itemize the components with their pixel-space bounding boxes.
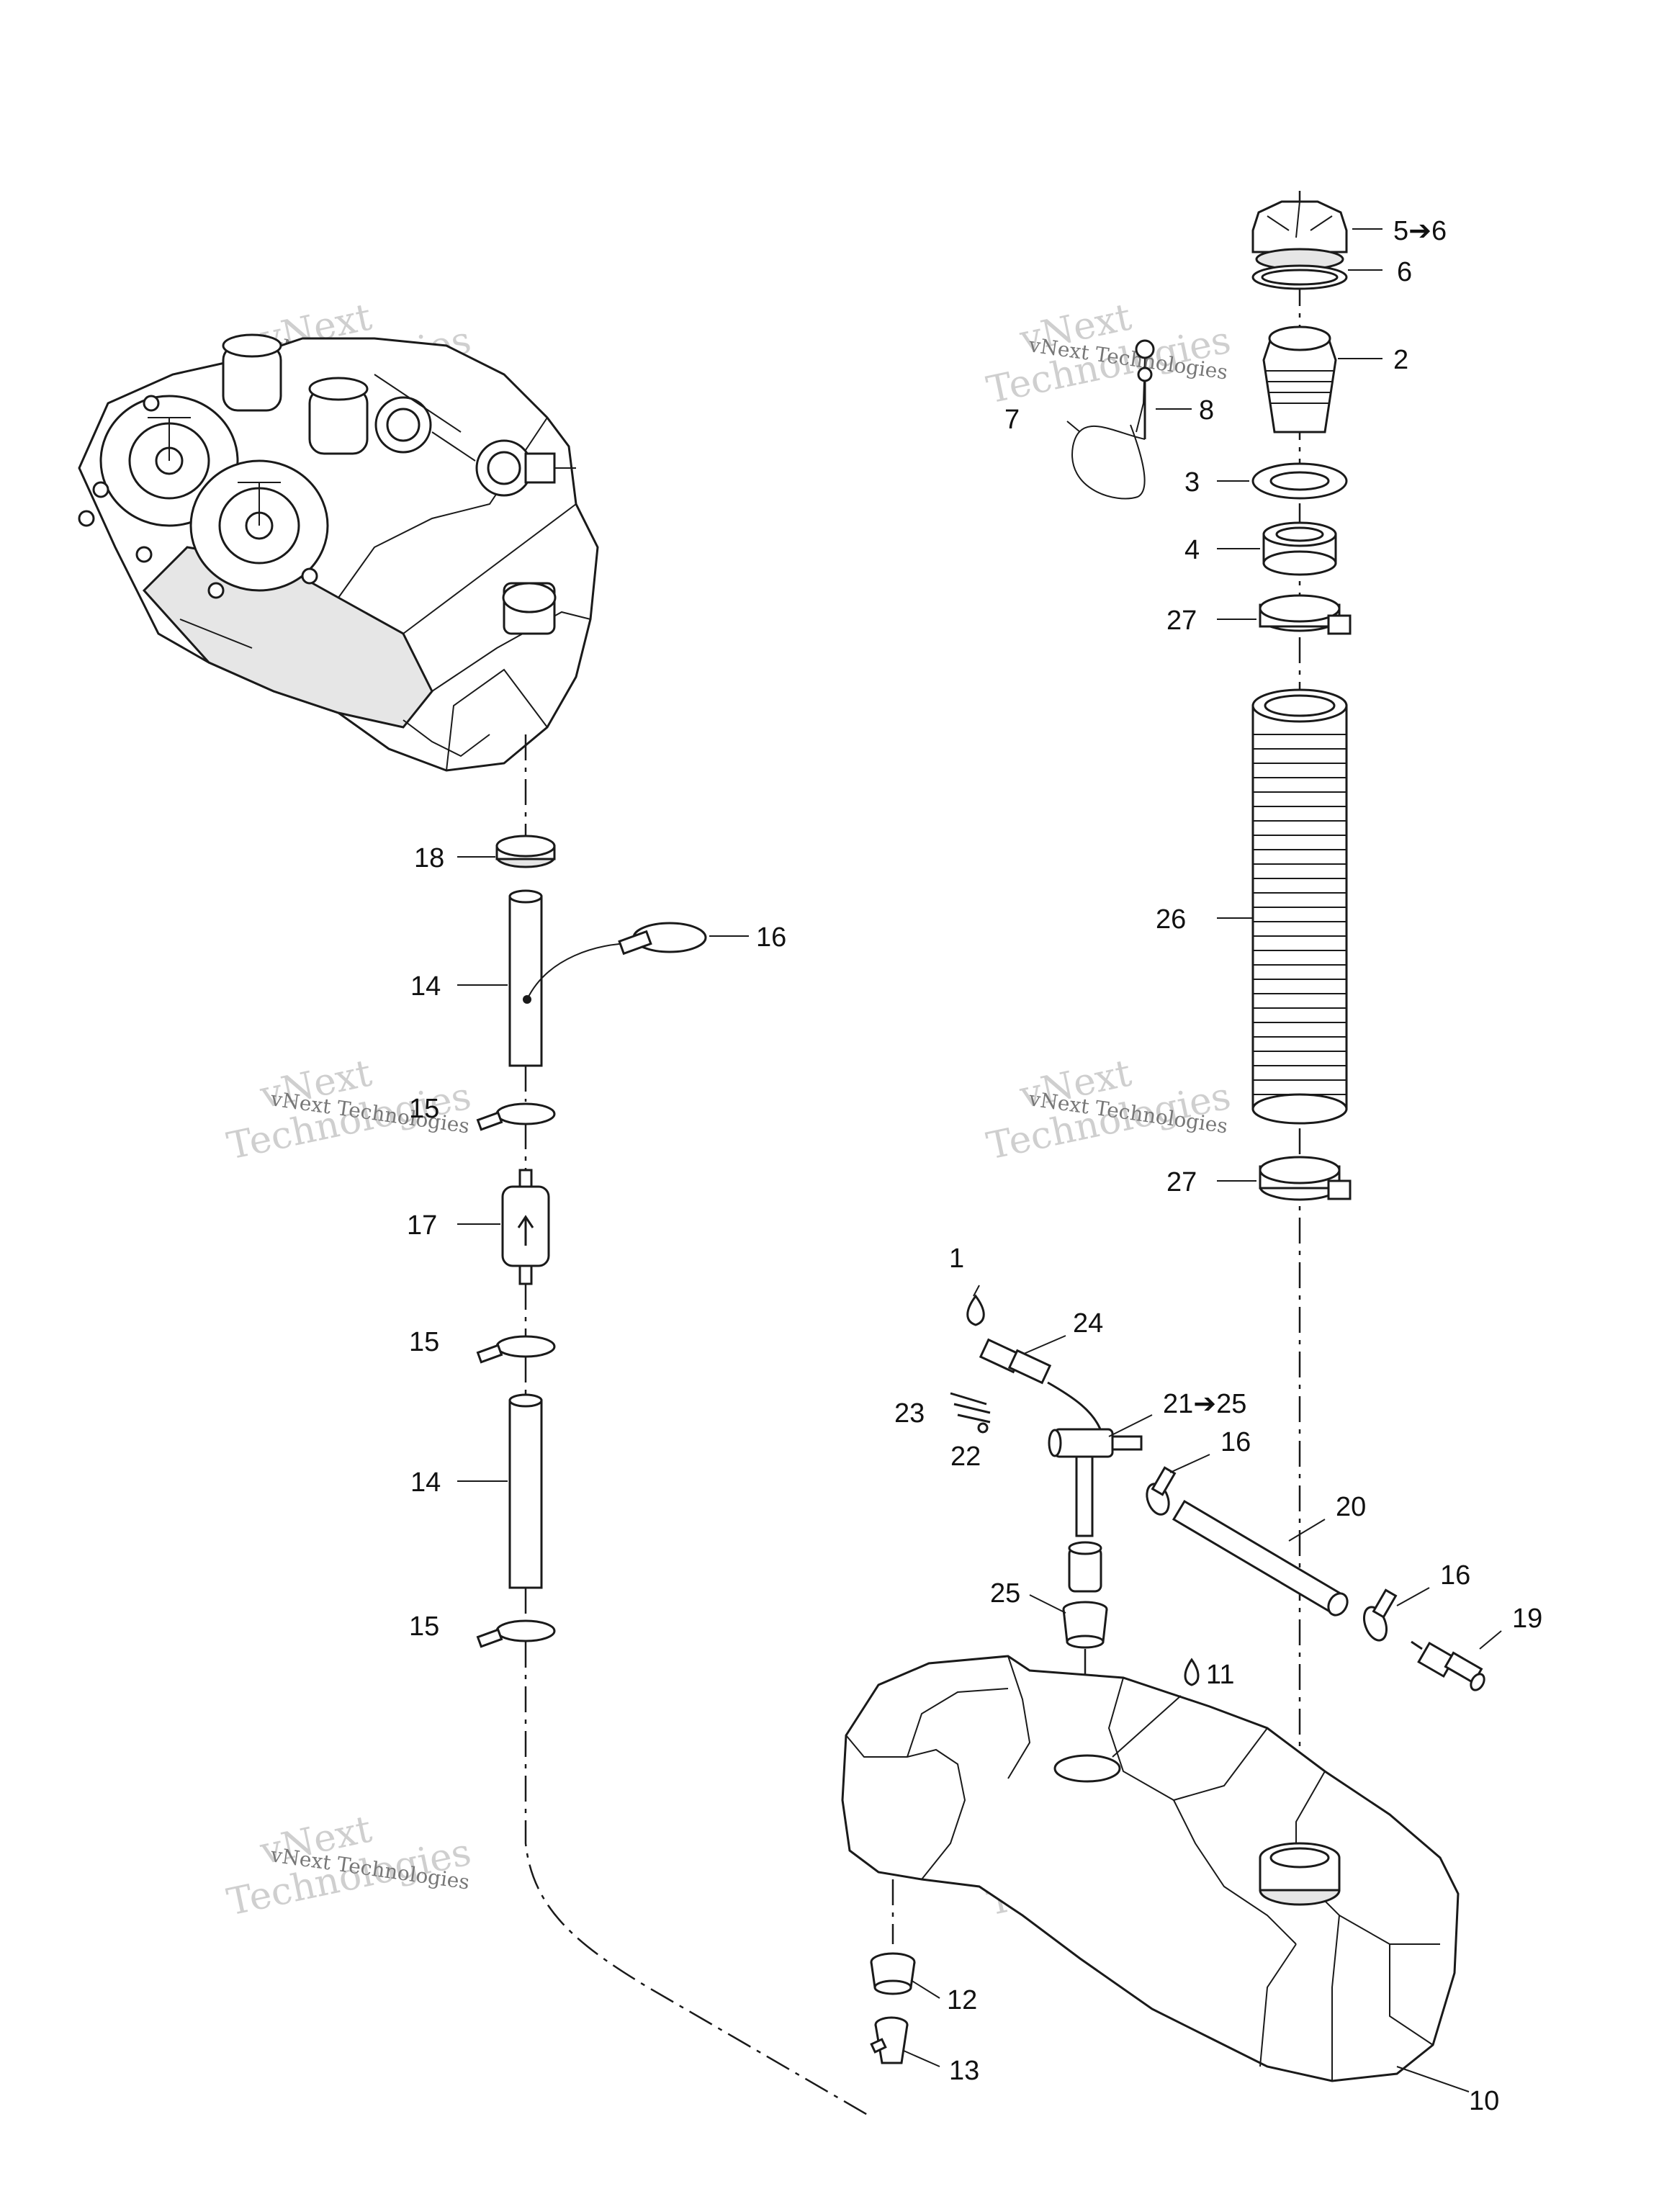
tether-chain-7 <box>1071 339 1155 500</box>
fuel-tank-10 <box>841 1655 1460 2082</box>
fitting-21 <box>1048 1428 1143 1537</box>
clamp-18 <box>495 835 556 868</box>
rivet-8 <box>1137 367 1153 439</box>
hose-14-lower <box>508 1393 543 1589</box>
callout-4: 4 <box>1184 535 1200 565</box>
fuel-sender-assembly <box>950 1294 1485 1757</box>
callout-15: 15 <box>409 1611 439 1642</box>
callout-25: 25 <box>990 1578 1020 1609</box>
callout-14: 14 <box>410 971 441 1002</box>
clamp-27-b <box>1259 1156 1352 1201</box>
callout-8: 8 <box>1199 395 1214 426</box>
callout-labels: 5➔6 6 2 7 8 3 4 27 26 27 18 16 14 15 17 … <box>407 216 1542 2116</box>
callout-24: 24 <box>1073 1308 1103 1339</box>
engine-illustration <box>78 333 599 772</box>
callout-6: 6 <box>1397 257 1412 287</box>
tie-strap-16 <box>526 922 707 1000</box>
clamp-15-b <box>476 1335 556 1364</box>
nut-4 <box>1262 521 1337 576</box>
filler-hose-26 <box>1251 688 1348 1125</box>
callout-27: 27 <box>1166 1167 1197 1197</box>
callout-5-6: 5➔6 <box>1393 216 1447 246</box>
screws-23 <box>950 1392 991 1424</box>
clamp-27-a <box>1259 594 1352 635</box>
sender-float <box>1068 1541 1102 1593</box>
nut-22 <box>977 1422 989 1434</box>
callout-16: 16 <box>1440 1560 1470 1591</box>
clamp-16-c <box>1362 1588 1398 1642</box>
hose-14-upper <box>508 889 543 1067</box>
left-fuel-line-assembly <box>476 734 872 2118</box>
callout-15: 15 <box>409 1094 439 1124</box>
callout-2: 2 <box>1393 345 1408 375</box>
callout-17: 17 <box>407 1210 437 1241</box>
callout-21-25: 21➔25 <box>1163 1389 1246 1419</box>
washer-3 <box>1251 462 1348 500</box>
clamp-15-c <box>476 1619 556 1648</box>
grommet-25 <box>1062 1601 1108 1649</box>
callout-19: 19 <box>1512 1604 1542 1634</box>
callout-16: 16 <box>1220 1427 1251 1457</box>
callout-11: 11 <box>1206 1660 1234 1690</box>
fitting-13 <box>870 2016 909 2064</box>
callout-16: 16 <box>756 922 786 953</box>
connector-24 <box>979 1338 1103 1434</box>
callout-12: 12 <box>947 1985 977 2015</box>
grommet-12 <box>870 1952 916 1995</box>
callout-13: 13 <box>949 2056 979 2086</box>
clamp-16-b <box>1146 1466 1177 1516</box>
callout-15: 15 <box>409 1327 439 1357</box>
fitting-19 <box>1411 1640 1485 1691</box>
callout-10: 10 <box>1469 2086 1499 2116</box>
vent-hose-20 <box>1172 1499 1349 1617</box>
callout-14: 14 <box>410 1467 441 1498</box>
drop-icon <box>1184 1658 1200 1686</box>
filler-neck-assembly <box>1071 191 1352 1865</box>
filler-neck-2 <box>1262 325 1337 433</box>
fuel-filter-17 <box>501 1169 550 1285</box>
clamp-15-a <box>476 1102 556 1131</box>
callout-27: 27 <box>1166 606 1197 636</box>
callout-23: 23 <box>894 1398 925 1429</box>
drop-icon <box>966 1294 985 1326</box>
fuel-cap-5 <box>1251 200 1348 271</box>
callout-20: 20 <box>1336 1492 1366 1522</box>
leader-lines <box>457 228 1502 2092</box>
callout-26: 26 <box>1156 904 1186 935</box>
callout-3: 3 <box>1184 467 1200 498</box>
callout-22: 22 <box>950 1442 981 1472</box>
callout-1: 1 <box>949 1244 964 1274</box>
callout-18: 18 <box>414 843 444 873</box>
callout-7: 7 <box>1004 405 1020 435</box>
